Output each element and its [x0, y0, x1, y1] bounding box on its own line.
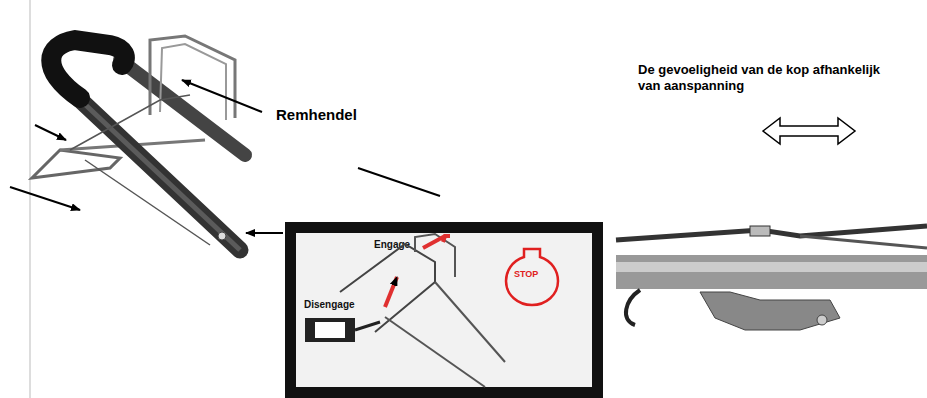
sticker-text: Disengage [304, 299, 355, 310]
sticker-text: STOP [514, 269, 538, 279]
stop-sign: STOP [502, 245, 562, 309]
instruction-sticker: EngageDisengage STOP [285, 222, 603, 398]
note: De gevoeligheid van de kop afhankelijk v… [638, 62, 888, 93]
part-name: Remhendel [276, 106, 396, 124]
sticker-text: Engage [374, 239, 410, 250]
